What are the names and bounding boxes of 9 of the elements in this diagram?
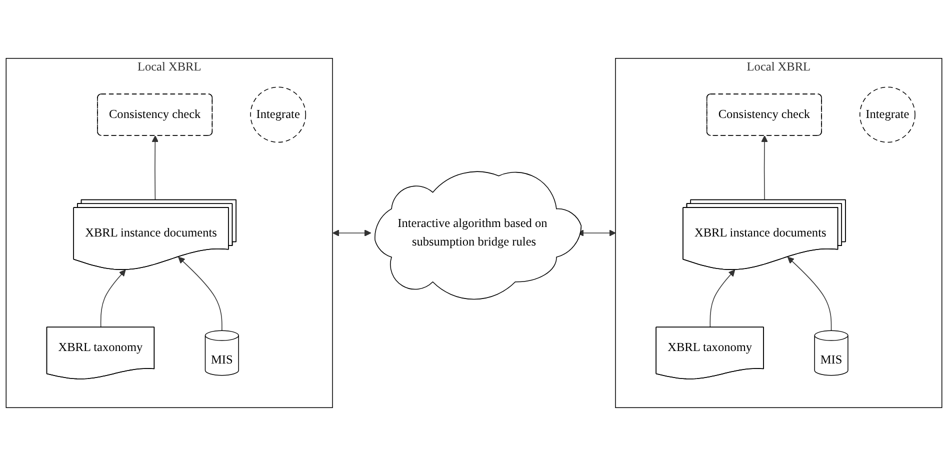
node-circle: Integrate xyxy=(250,86,306,143)
arrow xyxy=(178,256,222,331)
arrow xyxy=(332,230,372,236)
arrow xyxy=(761,135,768,201)
arrow xyxy=(710,270,736,328)
node-circle: Integrate xyxy=(860,86,916,143)
arrow xyxy=(787,256,832,331)
arrow xyxy=(152,135,159,201)
arrow xyxy=(100,270,126,328)
